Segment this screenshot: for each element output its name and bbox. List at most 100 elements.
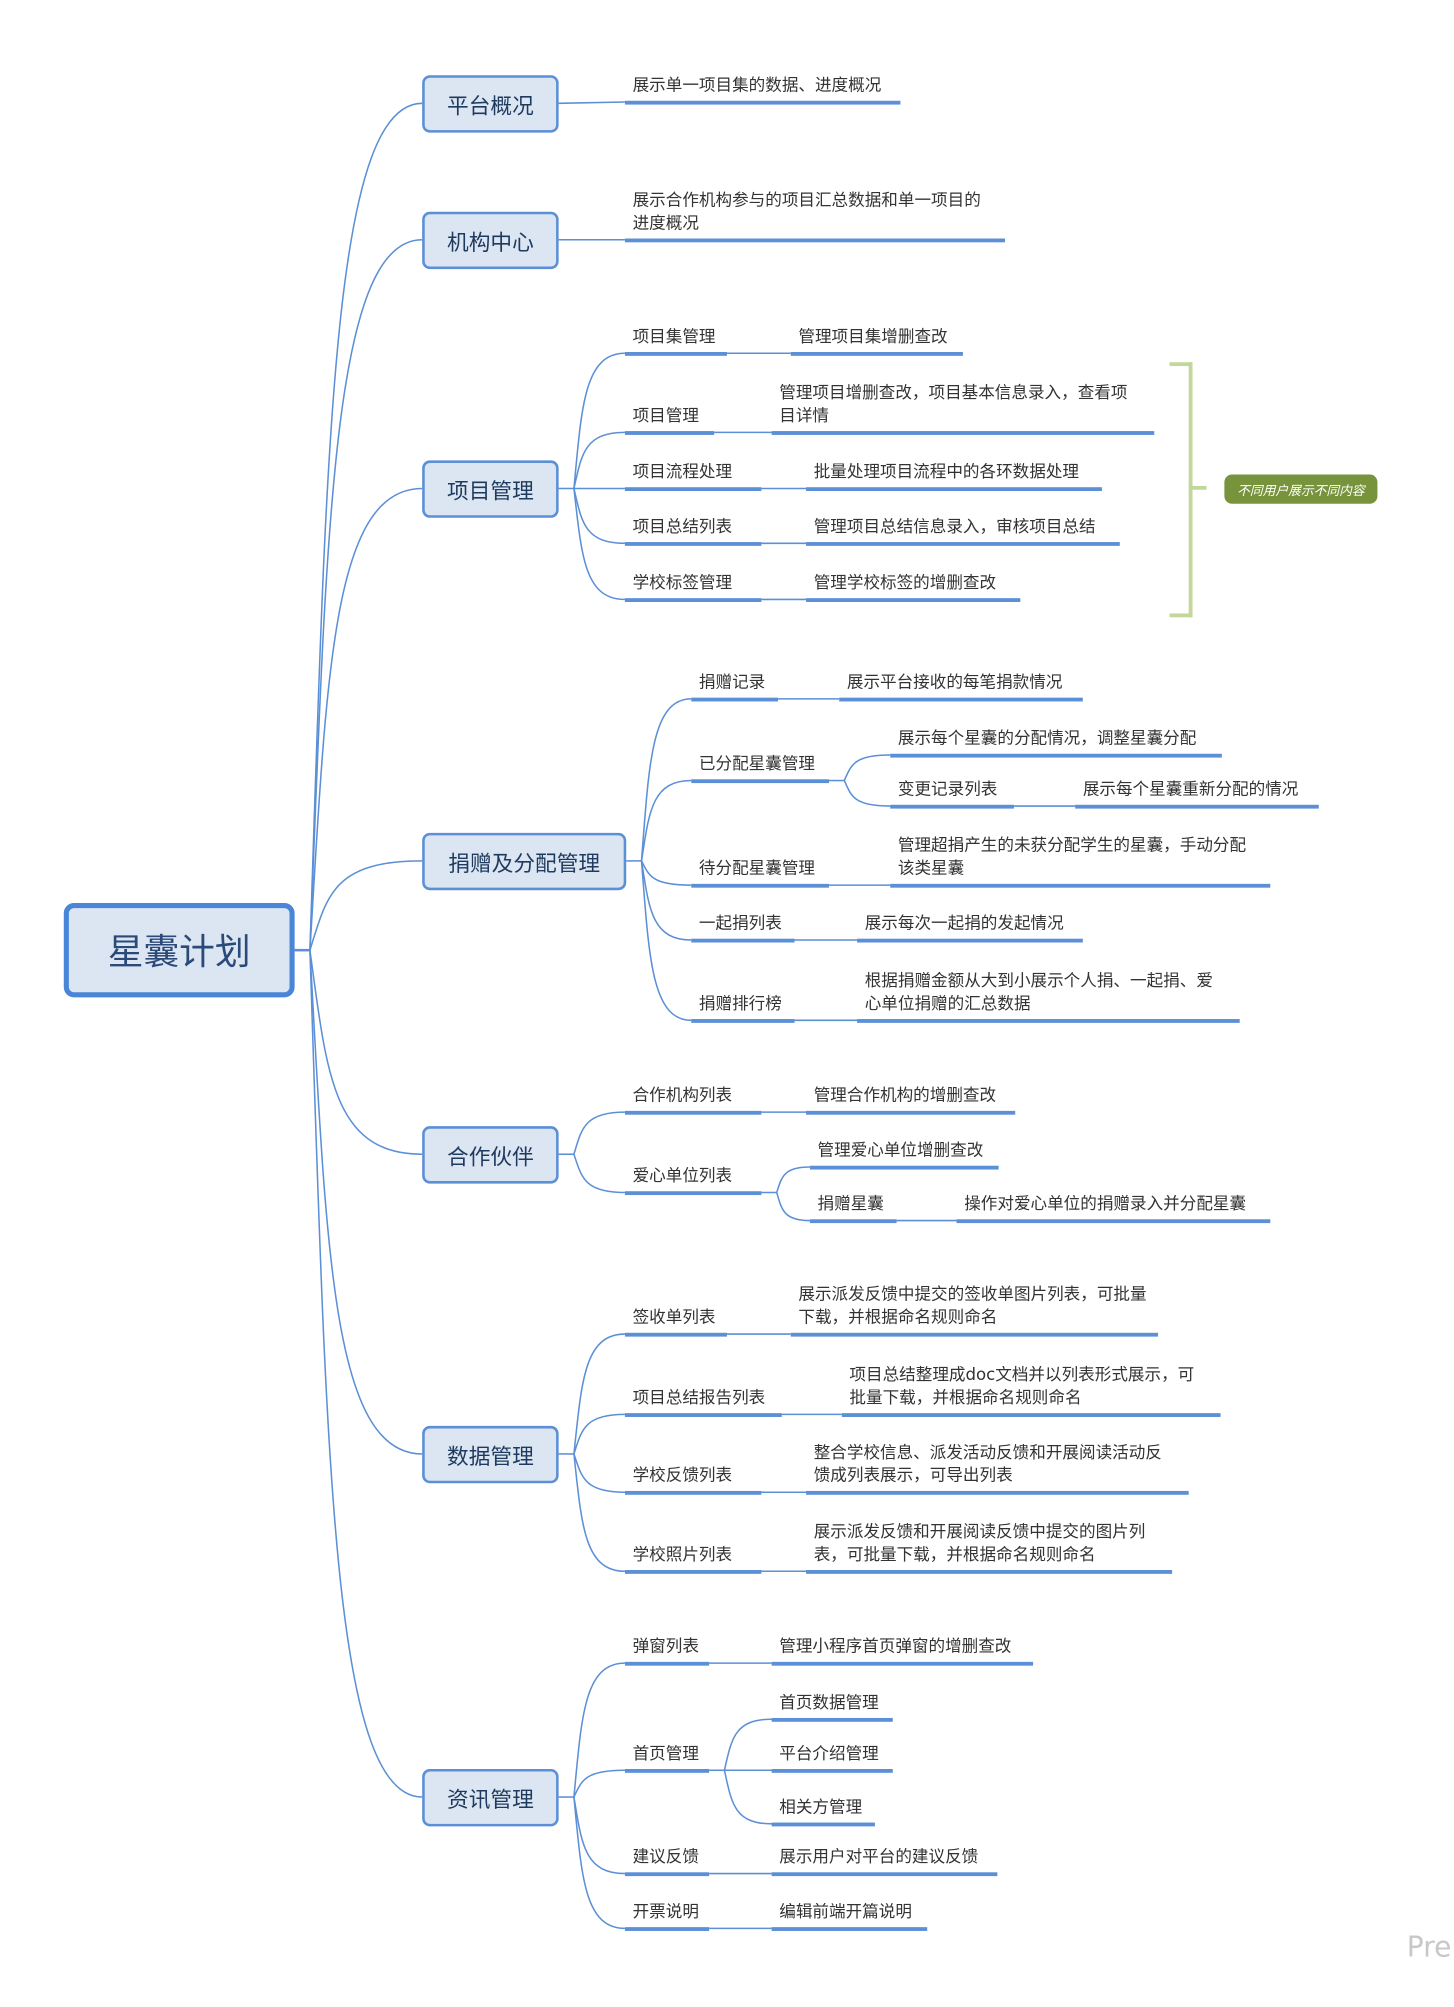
subchild-label-underline <box>809 1218 897 1223</box>
subchild-label[interactable]: 首页数据管理 <box>779 1693 879 1713</box>
subchild-label[interactable]: 捐赠星囊 <box>817 1195 884 1215</box>
child-label[interactable]: 学校标签管理 <box>632 573 733 594</box>
child-desc[interactable]: 管理小程序首页弹窗的增删查改 <box>779 1636 1011 1659</box>
child-label[interactable]: 捐赠排行榜 <box>698 994 782 1014</box>
connector <box>309 950 423 1455</box>
branch-node[interactable]: 合作伙伴 <box>422 1126 559 1184</box>
branch-node[interactable]: 机构中心 <box>422 211 559 270</box>
child-label[interactable]: 爱心单位列表 <box>632 1166 733 1187</box>
child-label-underline <box>691 883 830 888</box>
child-label[interactable]: 项目流程处理 <box>632 462 733 483</box>
child-label-underline <box>624 1569 762 1574</box>
child-desc[interactable]: 展示派发反馈和开展阅读反馈中提交的图片列表，可批量下载，并根据命名规则命名 <box>814 1522 1146 1568</box>
child-desc-line: 该类星囊 <box>897 859 965 879</box>
child-label[interactable]: 签收单列表 <box>632 1308 716 1328</box>
branch-desc[interactable]: 展示单一项目集的数据、进度概况 <box>633 75 882 98</box>
child-desc[interactable]: 展示平台接收的每笔捐款情况 <box>847 672 1063 695</box>
child-desc-underline <box>890 883 1271 888</box>
subchild-label[interactable]: 变更记录列表 <box>897 780 998 800</box>
child-desc-underline <box>806 541 1120 546</box>
child-desc[interactable]: 管理学校标签的增删查改 <box>814 573 996 596</box>
subchild-label-underline <box>771 1717 893 1722</box>
child-label-underline <box>624 351 727 356</box>
child-desc[interactable]: 管理项目集增删查改 <box>798 327 947 350</box>
subchild-desc[interactable]: 操作对爱心单位的捐赠录入并分配星囊 <box>964 1194 1246 1217</box>
branch-desc-underline <box>624 100 901 104</box>
subchild-label[interactable]: 平台介绍管理 <box>779 1744 879 1764</box>
child-label[interactable]: 捐赠记录 <box>698 673 766 693</box>
child-desc-line: 展示平台接收的每笔捐款情况 <box>846 673 1063 693</box>
child-desc-underline <box>790 351 963 356</box>
child-label[interactable]: 项目总结列表 <box>632 517 733 537</box>
note-label[interactable]: 不同用户展示不同内容 <box>1224 474 1378 504</box>
child-desc[interactable]: 展示用户对平台的建议反馈 <box>779 1847 978 1870</box>
child-label[interactable]: 项目总结报告列表 <box>632 1388 766 1409</box>
child-desc-line: 表，可批量下载，并根据命名规则命名 <box>813 1545 1096 1565</box>
child-desc[interactable]: 项目总结整理成doc文档并以列表形式展示，可批量下载，并根据命名规则命名 <box>849 1365 1194 1411</box>
connector <box>573 1769 625 1798</box>
child-label-underline <box>624 541 762 546</box>
connector <box>843 754 891 781</box>
subchild-desc[interactable]: 展示每个星囊的分配情况，调整星囊分配 <box>898 728 1196 751</box>
child-desc[interactable]: 管理超捐产生的未获分配学生的星囊，手动分配该类星囊 <box>898 835 1246 881</box>
branch-node[interactable]: 资讯管理 <box>422 1768 559 1827</box>
child-desc[interactable]: 批量处理项目流程中的各环数据处理 <box>814 462 1079 485</box>
child-label[interactable]: 学校反馈列表 <box>632 1466 733 1486</box>
subchild-desc[interactable]: 管理爱心单位增删查改 <box>818 1140 984 1163</box>
child-label[interactable]: 待分配星囊管理 <box>698 859 816 879</box>
root-node[interactable]: 星囊计划 <box>63 902 295 998</box>
child-label[interactable]: 弹窗列表 <box>632 1637 699 1657</box>
connector <box>573 1333 625 1455</box>
subchild-label[interactable]: 相关方管理 <box>779 1798 863 1818</box>
child-desc-line: 下载，并根据命名规则命名 <box>798 1308 998 1328</box>
child-label-underline <box>691 1018 795 1023</box>
child-desc[interactable]: 根据捐赠金额从大到小展示个人捐、一起捐、爱心单位捐赠的汇总数据 <box>865 971 1213 1017</box>
connector <box>309 950 423 1798</box>
child-label[interactable]: 学校照片列表 <box>632 1545 733 1565</box>
branch-node[interactable]: 捐赠及分配管理 <box>422 832 627 891</box>
child-label[interactable]: 建议反馈 <box>632 1848 699 1868</box>
subchild-desc[interactable]: 展示每个星囊重新分配的情况 <box>1083 779 1299 802</box>
child-desc-underline <box>771 1871 998 1876</box>
child-desc-line: 批量下载，并根据命名规则命名 <box>849 1388 1082 1409</box>
child-desc-line: 管理项目集增删查改 <box>798 327 948 347</box>
connector <box>573 352 625 489</box>
child-label[interactable]: 合作机构列表 <box>632 1086 733 1106</box>
child-desc-line: 展示每次一起捐的发起情况 <box>864 914 1064 934</box>
child-desc-line: 馈成列表展示，可导出列表 <box>813 1466 1013 1486</box>
child-desc[interactable]: 编辑前端开篇说明 <box>779 1902 912 1925</box>
child-desc[interactable]: 展示每次一起捐的发起情况 <box>865 913 1064 936</box>
child-label-underline <box>624 1490 762 1495</box>
connector <box>640 860 692 941</box>
branch-node[interactable]: 平台概况 <box>422 75 559 133</box>
connector <box>723 1770 772 1825</box>
subchild-label-underline <box>771 1821 875 1826</box>
child-desc[interactable]: 展示派发反馈中提交的签收单图片列表，可批量下载，并根据命名规则命名 <box>798 1284 1146 1330</box>
branch-node[interactable]: 数据管理 <box>422 1425 559 1484</box>
child-label-underline <box>624 1871 710 1876</box>
branch-desc[interactable]: 展示合作机构参与的项目汇总数据和单一项目的进度概况 <box>633 190 981 236</box>
child-label-underline <box>624 1110 762 1115</box>
child-label[interactable]: 开票说明 <box>632 1902 699 1923</box>
child-label[interactable]: 首页管理 <box>632 1744 699 1764</box>
child-label[interactable]: 项目管理 <box>632 406 699 426</box>
child-desc-line: 展示派发反馈中提交的签收单图片列表，可批量 <box>798 1285 1147 1305</box>
child-desc[interactable]: 管理合作机构的增删查改 <box>814 1085 996 1108</box>
child-label[interactable]: 已分配星囊管理 <box>698 755 816 775</box>
child-desc-line: 管理合作机构的增删查改 <box>813 1086 997 1106</box>
child-desc-line: 管理小程序首页弹窗的增删查改 <box>779 1637 1012 1657</box>
watermark: Pre <box>1406 1932 1452 1965</box>
subchild-desc-underline <box>890 753 1222 757</box>
branch-desc-line: 进度概况 <box>632 214 699 234</box>
child-desc[interactable]: 管理项目总结信息录入，审核项目总结 <box>814 517 1096 540</box>
child-label[interactable]: 项目集管理 <box>632 327 716 347</box>
child-label[interactable]: 一起捐列表 <box>698 914 782 934</box>
branch-node[interactable]: 项目管理 <box>422 460 559 518</box>
child-desc[interactable]: 整合学校信息、派发活动反馈和开展阅读活动反馈成列表展示，可导出列表 <box>814 1442 1162 1488</box>
child-desc[interactable]: 管理项目增删查改，项目基本信息录入，查看项目详情 <box>779 383 1127 429</box>
connector <box>309 950 423 1156</box>
child-desc-line: 展示派发反馈和开展阅读反馈中提交的图片列 <box>813 1522 1146 1542</box>
child-desc-line: 整合学校信息、派发活动反馈和开展阅读活动反 <box>813 1443 1162 1463</box>
